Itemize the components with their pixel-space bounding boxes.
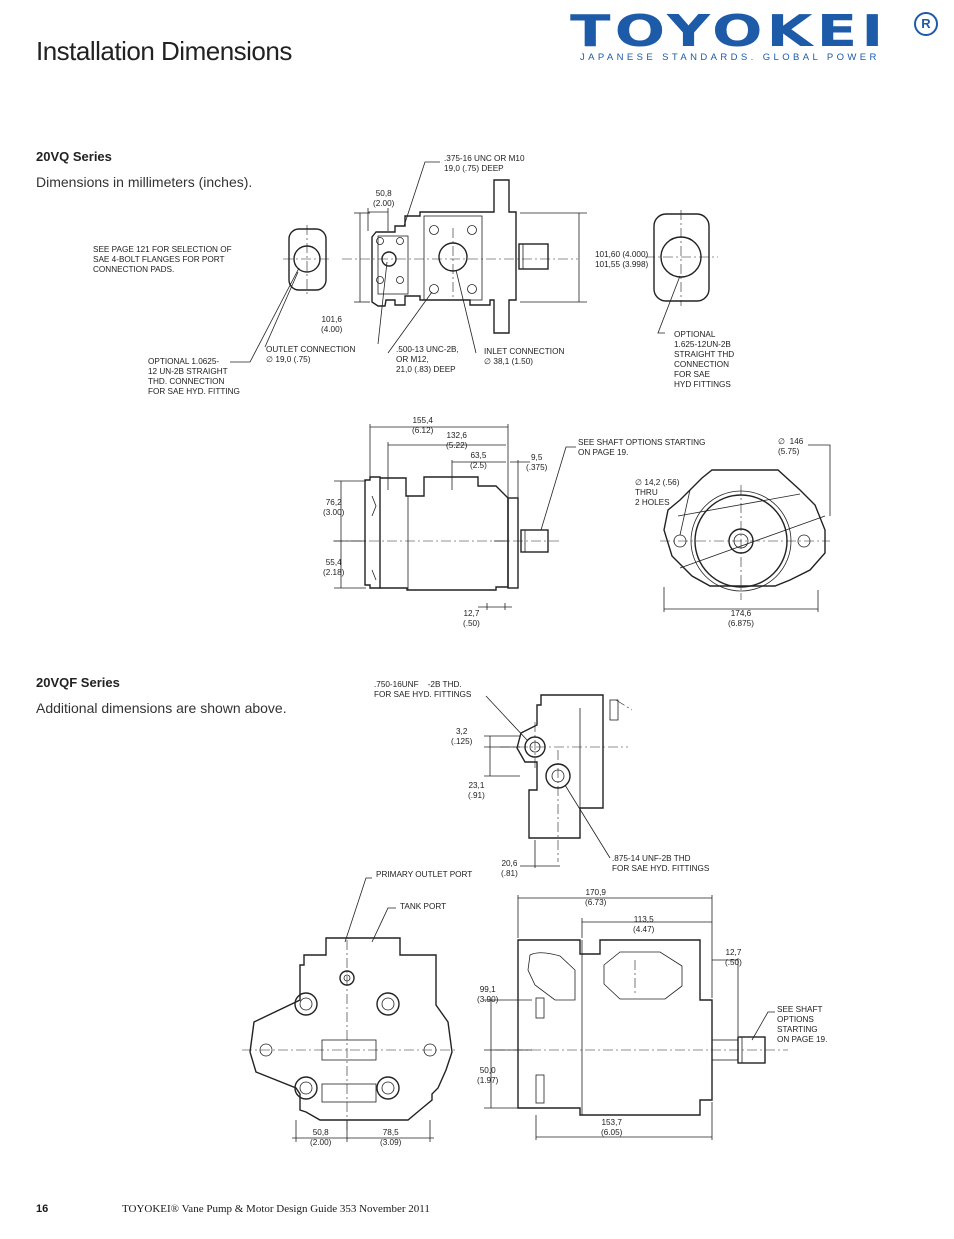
annotation-inlet-connection: INLET CONNECTION ∅ 38,1 (1.50) — [484, 347, 565, 366]
toyokei-logo: TOYOKEI R JAPANESE STANDARDS. GLOBAL POW… — [570, 10, 942, 64]
dim-20-6: 20,6 (.81) — [501, 859, 518, 878]
vqf-front-view — [242, 877, 458, 1142]
dim-132-6: 132,6 (5.22) — [446, 431, 468, 450]
annotation-thread-500: .500-13 UNC-2B, OR M12, 21,0 (.83) DEEP — [396, 345, 459, 374]
dim-174-6: 174,6 (6.875) — [728, 609, 754, 628]
annotation-thread-375: .375-16 UNC OR M10 19,0 (.75) DEEP — [444, 154, 525, 173]
vq-port-pad-right — [645, 210, 718, 334]
dim-170-9: 170,9 (6.73) — [585, 888, 607, 907]
dim-55-4: 55,4 (2.18) — [323, 558, 345, 577]
vq-section-subtitle: Dimensions in millimeters (inches). — [36, 174, 253, 190]
vqf-port-view — [484, 694, 633, 868]
dim-12-7: 12,7 (.50) — [463, 609, 480, 628]
page-number: 16 — [36, 1203, 49, 1215]
annotation-flange-note: SEE PAGE 121 FOR SELECTION OF SAE 4-BOLT… — [93, 245, 232, 274]
dim-50-8-b: 50,8 (2.00) — [310, 1128, 332, 1147]
vqf-section-subtitle: Additional dimensions are shown above. — [36, 700, 287, 716]
vq-flange-view — [660, 444, 831, 612]
annotation-optional-outlet-thread: OPTIONAL 1.0625- 12 UN-2B STRAIGHT THD. … — [148, 357, 240, 396]
dim-76-2: 76,2 (3.00) — [323, 498, 345, 517]
dim-50-8: 50,8 (2.00) — [373, 189, 395, 208]
annotation-outlet-connection: OUTLET CONNECTION ∅ 19,0 (.75) — [266, 345, 356, 364]
dim-101-60: 101,60 (4.000) 101,55 (3.998) — [595, 250, 649, 269]
annotation-thread-750: .750-16UNF -2B THD. FOR SAE HYD. FITTING… — [374, 680, 472, 699]
logo-wordmark: TOYOKEI — [570, 6, 888, 57]
vq-section-title: 20VQ Series — [36, 149, 112, 164]
page-title: Installation Dimensions — [36, 36, 292, 66]
annotation-thread-875: .875-14 UNF-2B THD FOR SAE HYD. FITTINGS — [612, 854, 710, 873]
vq-port-pad-left — [230, 225, 332, 363]
dim-23-1: 23,1 (.91) — [468, 781, 485, 800]
registered-mark: R — [914, 12, 938, 36]
vq-front-view — [264, 161, 587, 354]
vq-side-view — [333, 424, 576, 610]
annotation-see-shaft-options-b: SEE SHAFT OPTIONS STARTING ON PAGE 19. — [777, 1005, 828, 1044]
vqf-section-title: 20VQF Series — [36, 675, 120, 690]
dim-12-7-b: 12,7 (.50) — [725, 948, 742, 967]
dim-50-0: 50,0 (1.97) — [477, 1066, 499, 1085]
dim-153-7: 153,7 (6.05) — [601, 1118, 623, 1137]
logo-tagline: JAPANESE STANDARDS. GLOBAL POWER — [580, 52, 880, 63]
dim-155-4: 155,4 (6.12) — [412, 416, 434, 435]
dim-9-5: 9,5 (.375) — [526, 453, 548, 472]
dim-146-diameter: ∅ 146 (5.75) — [778, 437, 804, 456]
dim-113-5: 113,5 (4.47) — [633, 915, 655, 934]
dim-63-5: 63,5 (2.5) — [470, 451, 487, 470]
dim-3-2: 3,2 (.125) — [451, 727, 473, 746]
annotation-tank-port: TANK PORT — [400, 902, 447, 911]
dim-99-1: 99,1 (3.90) — [477, 985, 499, 1004]
annotation-thru-holes: ∅ 14,2 (.56) THRU 2 HOLES — [635, 478, 680, 507]
annotation-optional-inlet-thread: OPTIONAL 1.625-12UN-2B STRAIGHT THD CONN… — [674, 330, 735, 389]
dim-101-6: 101,6 (4.00) — [321, 315, 343, 334]
vqf-side-view — [484, 895, 788, 1140]
footer-text: TOYOKEI® Vane Pump & Motor Design Guide … — [122, 1203, 430, 1215]
annotation-see-shaft-options: SEE SHAFT OPTIONS STARTING ON PAGE 19. — [578, 438, 706, 457]
dim-78-5: 78,5 (3.09) — [380, 1128, 402, 1147]
annotation-primary-outlet-port: PRIMARY OUTLET PORT — [376, 870, 473, 879]
